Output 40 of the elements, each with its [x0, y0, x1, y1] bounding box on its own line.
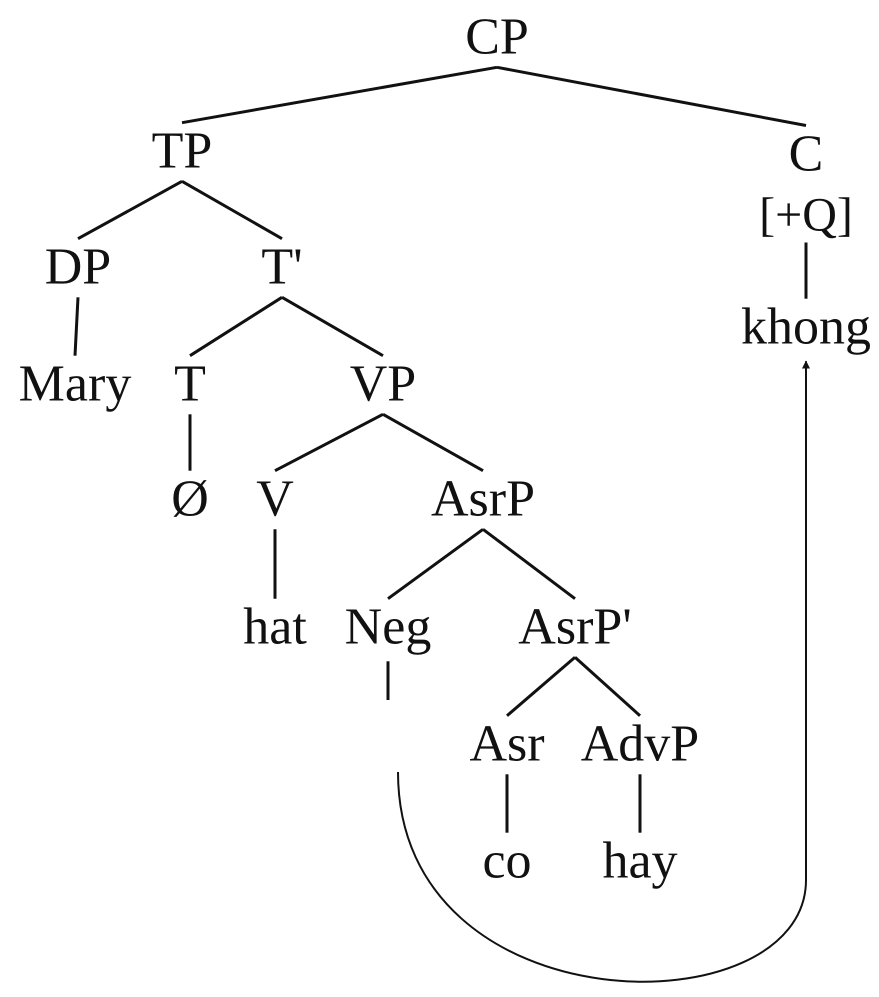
- tree-node-label: khong: [741, 300, 871, 356]
- tree-node-label: TP: [152, 124, 212, 180]
- branch-line: [386, 661, 390, 700]
- tree-node-label: Asr: [469, 718, 545, 772]
- branch-line: [281, 296, 384, 357]
- tree-node-label: T: [174, 358, 206, 412]
- tree-node-label: AsrP: [430, 472, 536, 528]
- tree-node-label: V: [256, 472, 294, 528]
- tree-node-label: T': [261, 240, 303, 296]
- branch-line: [382, 412, 484, 472]
- tree-node-label: co: [482, 834, 532, 890]
- tree-node-label: C: [788, 128, 824, 182]
- branch-line: [274, 529, 276, 599]
- tree-node-label: AdvP: [580, 718, 700, 772]
- branch-line: [182, 66, 498, 124]
- branch-line: [77, 180, 183, 240]
- branch-line: [181, 180, 283, 240]
- movement-arrow: [397, 360, 810, 982]
- tree-node-label: CP: [465, 10, 529, 66]
- tree-node-label: hay: [602, 834, 678, 890]
- tree-node-label: Neg: [344, 600, 432, 656]
- branch-line: [506, 656, 576, 717]
- feature-label: [+Q]: [759, 190, 853, 240]
- branch-line: [387, 528, 484, 600]
- tree-node-label: Ø: [171, 472, 209, 528]
- branch-line: [638, 774, 642, 833]
- tree-node-label: DP: [44, 240, 112, 296]
- branch-line: [188, 414, 192, 471]
- tree-node-label: VP: [350, 358, 416, 412]
- tree-node-label: AsrP': [518, 600, 632, 656]
- branch-line: [574, 656, 641, 717]
- branch-line: [804, 242, 808, 299]
- branch-line: [74, 297, 80, 356]
- branch-line: [496, 66, 806, 127]
- branch-line: [274, 412, 384, 472]
- branch-line: [482, 528, 576, 600]
- branch-line: [189, 296, 283, 357]
- tree-node-label: Mary: [18, 358, 132, 412]
- branch-line: [506, 774, 508, 833]
- tree-node-label: hat: [243, 600, 307, 656]
